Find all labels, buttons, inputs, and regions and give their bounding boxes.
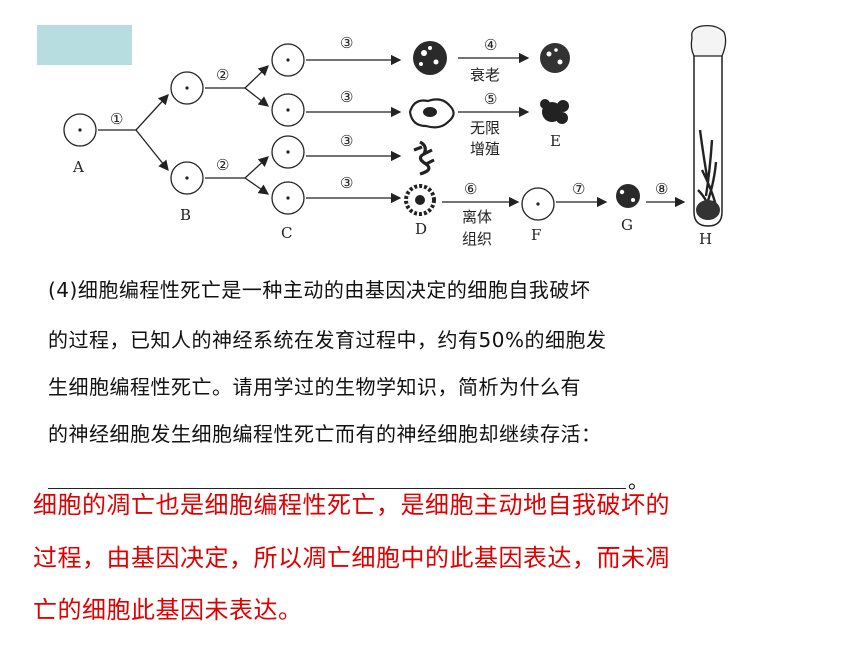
step-4: ④ bbox=[484, 36, 497, 54]
answer-line-2: 过程，由基因决定，所以凋亡细胞中的此基因表达，而未凋 bbox=[33, 544, 670, 572]
step-5: ⑤ bbox=[484, 90, 497, 108]
question-line-3: 生细胞编程性死亡。请用学过的生物学知识，简析为什么有 bbox=[48, 375, 581, 399]
step-3-row2: ③ bbox=[340, 88, 353, 106]
step-1: ① bbox=[110, 110, 123, 128]
cell-d-blob bbox=[404, 184, 436, 216]
process-unlimited-1: 无限 bbox=[470, 119, 500, 137]
step-3-row4: ③ bbox=[340, 174, 353, 192]
cell-c2 bbox=[271, 93, 305, 127]
header-box bbox=[37, 25, 132, 65]
question-line-1: (4)细胞编程性死亡是一种主动的由基因决定的细胞自我破坏 bbox=[48, 278, 591, 302]
step-2-upper: ② bbox=[216, 66, 229, 84]
process-isolated-2: 组织 bbox=[462, 230, 492, 248]
step-3-row3: ③ bbox=[340, 132, 353, 150]
cell-c3 bbox=[271, 135, 305, 169]
answer-line-3: 亡的细胞此基因未表达。 bbox=[33, 596, 303, 624]
label-e: E bbox=[550, 132, 561, 150]
answer-blank-period: 。 bbox=[628, 469, 648, 493]
label-d: D bbox=[415, 220, 427, 238]
process-senescence: 衰老 bbox=[470, 66, 500, 84]
label-g: G bbox=[621, 216, 633, 234]
neuron-like-blob bbox=[413, 140, 435, 176]
cell-c1 bbox=[271, 43, 305, 77]
step-8: ⑧ bbox=[655, 180, 668, 198]
question-line-4: 的神经细胞发生细胞编程性死亡而有的神经细胞却继续存活： bbox=[48, 422, 602, 446]
process-isolated-1: 离体 bbox=[462, 208, 492, 226]
senescent-cell-blob bbox=[540, 43, 570, 73]
question-line-2: 的过程，已知人的神经系统在发育过程中，约有50%的细胞发 bbox=[48, 328, 607, 352]
callus-g-blob bbox=[616, 184, 640, 208]
senescent-precursor-blob bbox=[413, 41, 447, 75]
cell-b2 bbox=[170, 161, 204, 195]
label-c: C bbox=[281, 224, 292, 242]
cell-b1 bbox=[170, 71, 204, 105]
irregular-cell-blob bbox=[408, 98, 455, 129]
test-tube-h bbox=[690, 24, 727, 227]
answer-blank-line bbox=[48, 488, 626, 489]
label-f: F bbox=[531, 226, 541, 244]
label-a: A bbox=[72, 158, 84, 176]
answer-line-1: 细胞的凋亡也是细胞编程性死亡，是细胞主动地自我破坏的 bbox=[33, 491, 670, 519]
step-6: ⑥ bbox=[464, 180, 477, 198]
cell-a bbox=[63, 113, 97, 147]
step-2-lower: ② bbox=[216, 156, 229, 174]
process-unlimited-2: 增殖 bbox=[470, 140, 500, 158]
cell-fate-diagram: A B C D E F G H ① ② ② ③ ③ ③ ③ ④ ⑤ ⑥ ⑦ ⑧ … bbox=[63, 24, 727, 248]
label-b: B bbox=[180, 206, 191, 224]
step-3-row1: ③ bbox=[340, 34, 353, 52]
cancer-cell-blob bbox=[540, 99, 569, 124]
label-h: H bbox=[699, 230, 712, 248]
step-7: ⑦ bbox=[572, 180, 585, 198]
cell-f bbox=[521, 187, 555, 221]
cell-c4 bbox=[271, 181, 305, 215]
